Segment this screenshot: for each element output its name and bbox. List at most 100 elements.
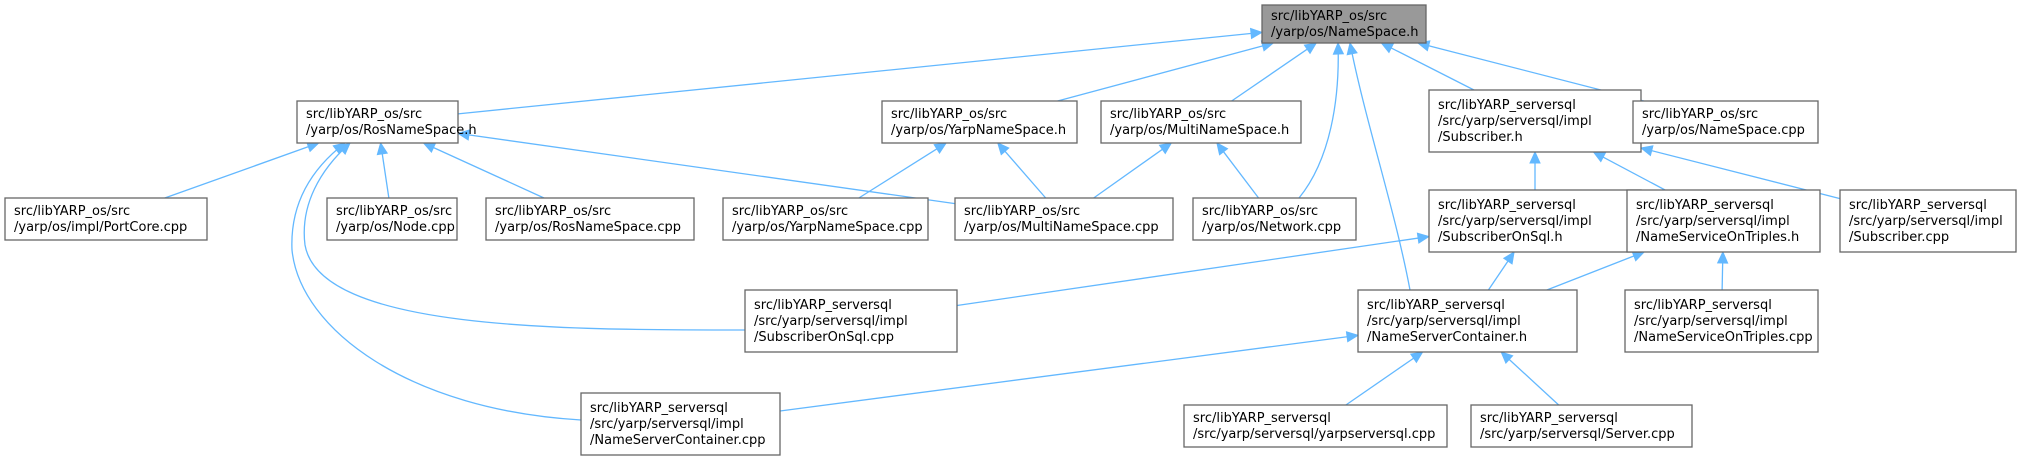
edge-network_cpp-to-multins_h-arrowhead bbox=[1216, 142, 1229, 156]
node-label-line: /yarp/os/NameSpace.cpp bbox=[1642, 123, 1805, 138]
edge-portcore_cpp-to-rosns_h bbox=[164, 145, 311, 199]
edge-node_cpp-to-rosns_h bbox=[381, 151, 390, 199]
edge-subscriber_h-to-root bbox=[1389, 46, 1475, 91]
edge-multins_cpp-to-rosns_h bbox=[466, 133, 956, 205]
node-label-line: src/libYARP_serversql bbox=[1634, 298, 1772, 313]
node-subonsql-h[interactable]: src/libYARP_serversql/src/yarp/serversql… bbox=[1428, 189, 1642, 253]
edge-multins_cpp-to-yarpns_h bbox=[1003, 149, 1047, 199]
node-box bbox=[485, 197, 695, 241]
edge-subonsql_cpp-to-subonsql_h bbox=[956, 237, 1421, 307]
node-yarpserversql-cpp[interactable]: src/libYARP_serversql/src/yarp/serversql… bbox=[1183, 404, 1448, 448]
edge-subscriber_cpp-to-subscriber_h-arrowhead bbox=[1639, 145, 1654, 157]
edge-network_cpp-to-root bbox=[1298, 42, 1339, 199]
node-multins-cpp[interactable]: src/libYARP_os/src/yarp/os/MultiNameSpac… bbox=[954, 197, 1174, 241]
node-label-line: /NameServiceOnTriples.cpp bbox=[1634, 330, 1813, 345]
node-multins-h[interactable]: src/libYARP_os/src/yarp/os/MultiNameSpac… bbox=[1100, 100, 1302, 144]
edge-nsontriples_cpp-to-nsontriples_h bbox=[1721, 260, 1724, 291]
node-label-line: /yarp/os/MultiNameSpace.cpp bbox=[964, 220, 1159, 235]
node-label-line: src/libYARP_serversql bbox=[1367, 298, 1505, 313]
node-label-line: src/libYARP_serversql bbox=[1438, 198, 1576, 213]
node-label-line: /yarp/os/NameSpace.h bbox=[1271, 25, 1418, 40]
node-label-line: /Subscriber.cpp bbox=[1849, 230, 1949, 245]
node-box bbox=[4, 197, 208, 241]
node-root[interactable]: src/libYARP_os/src/yarp/os/NameSpace.h bbox=[1261, 4, 1427, 44]
edge-nscontainer_cpp-to-rosns_h-arrowhead bbox=[332, 142, 346, 155]
edge-yarpns_cpp-to-yarpns_h-arrowhead bbox=[933, 142, 948, 155]
edge-nscontainer_h-to-nsontriples_h bbox=[1546, 254, 1636, 291]
edge-subscriber_h-to-root-arrowhead bbox=[1380, 42, 1395, 54]
edge-nscontainer_h-to-root-arrowhead bbox=[1346, 41, 1358, 56]
node-box bbox=[580, 392, 781, 456]
node-box bbox=[1261, 4, 1427, 44]
node-label-line: /yarp/os/Network.cpp bbox=[1202, 220, 1341, 235]
edge-yarpserversql_cpp-to-nscontainer_h-arrowhead bbox=[1409, 351, 1424, 364]
node-label-line: src/libYARP_serversql bbox=[1438, 98, 1576, 113]
node-server-cpp[interactable]: src/libYARP_serversql/src/yarp/serversql… bbox=[1470, 404, 1693, 448]
node-box bbox=[296, 100, 459, 144]
edge-multins_cpp-to-multins_h bbox=[1093, 147, 1165, 199]
node-label-line: src/libYARP_os/src bbox=[495, 204, 611, 219]
node-box bbox=[954, 197, 1174, 241]
node-label-line: /yarp/os/MultiNameSpace.h bbox=[1110, 123, 1289, 138]
node-label-line: /yarp/os/YarpNameSpace.h bbox=[891, 123, 1066, 138]
node-box bbox=[1192, 197, 1357, 241]
node-label-line: /src/yarp/serversql/impl bbox=[1849, 214, 2003, 229]
edge-multins_cpp-to-rosns_h-arrowhead bbox=[456, 129, 471, 141]
node-nsontriples-cpp[interactable]: src/libYARP_serversql/src/yarp/serversql… bbox=[1624, 289, 1819, 353]
node-label-line: /src/yarp/serversql/impl bbox=[1438, 114, 1592, 129]
edge-rosns_h-to-root bbox=[457, 32, 1254, 115]
node-box bbox=[1183, 404, 1448, 448]
node-box bbox=[744, 289, 958, 353]
nodes-layer: src/libYARP_os/src/yarp/os/NameSpace.hsr… bbox=[4, 4, 2017, 456]
node-subonsql-cpp[interactable]: src/libYARP_serversql/src/yarp/serversql… bbox=[744, 289, 958, 353]
node-yarpns-cpp[interactable]: src/libYARP_os/src/yarp/os/YarpNameSpace… bbox=[722, 197, 929, 241]
node-label-line: /NameServiceOnTriples.h bbox=[1636, 230, 1799, 245]
node-namespace-cpp[interactable]: src/libYARP_os/src/yarp/os/NameSpace.cpp bbox=[1632, 100, 1819, 144]
node-rosns-cpp[interactable]: src/libYARP_os/src/yarp/os/RosNameSpace.… bbox=[485, 197, 695, 241]
node-subscriber-h[interactable]: src/libYARP_serversql/src/yarp/serversql… bbox=[1428, 89, 1642, 153]
node-label-line: /src/yarp/serversql/impl bbox=[1634, 314, 1788, 329]
edge-yarpns_cpp-to-yarpns_h bbox=[858, 147, 939, 199]
node-rosns-h[interactable]: src/libYARP_os/src/yarp/os/RosNameSpace.… bbox=[296, 100, 477, 144]
node-box bbox=[1428, 89, 1642, 153]
edge-rosns_cpp-to-rosns_h-arrowhead bbox=[422, 142, 437, 154]
edge-multins_cpp-to-yarpns_h-arrowhead bbox=[997, 142, 1010, 156]
node-label-line: src/libYARP_serversql bbox=[1480, 411, 1618, 426]
edge-multins_h-to-root-arrowhead bbox=[1303, 42, 1318, 55]
node-label-line: /src/yarp/serversql/impl bbox=[1438, 214, 1592, 229]
edge-rosns_cpp-to-rosns_h bbox=[431, 146, 545, 199]
node-box bbox=[1624, 289, 1819, 353]
node-label-line: /src/yarp/serversql/yarpserversql.cpp bbox=[1193, 427, 1435, 442]
node-network-cpp[interactable]: src/libYARP_os/src/yarp/os/Network.cpp bbox=[1192, 197, 1357, 241]
node-yarpns-h[interactable]: src/libYARP_os/src/yarp/os/YarpNameSpace… bbox=[881, 100, 1078, 144]
node-node-cpp[interactable]: src/libYARP_os/src/yarp/os/Node.cpp bbox=[326, 197, 458, 241]
node-box bbox=[1839, 189, 2017, 253]
edge-nsontriples_h-to-subscriber_h bbox=[1601, 155, 1666, 191]
node-label-line: /yarp/os/RosNameSpace.cpp bbox=[495, 220, 681, 235]
node-nscontainer-h[interactable]: src/libYARP_serversql/src/yarp/serversql… bbox=[1357, 289, 1578, 353]
edge-nscontainer_h-to-subonsql_h-arrowhead bbox=[1502, 250, 1515, 265]
node-box bbox=[881, 100, 1078, 144]
node-label-line: src/libYARP_os/src bbox=[336, 204, 452, 219]
node-label-line: /src/yarp/serversql/impl bbox=[590, 417, 744, 432]
edge-nscontainer_h-to-root bbox=[1349, 42, 1411, 291]
node-nscontainer-cpp[interactable]: src/libYARP_serversql/src/yarp/serversql… bbox=[580, 392, 781, 456]
edge-yarpserversql_cpp-to-nscontainer_h bbox=[1345, 356, 1416, 406]
edge-server_cpp-to-nscontainer_h-arrowhead bbox=[1500, 351, 1514, 365]
node-nsontriples-h[interactable]: src/libYARP_serversql/src/yarp/serversql… bbox=[1626, 189, 1821, 253]
node-label-line: src/libYARP_serversql bbox=[1193, 411, 1331, 426]
node-box bbox=[1626, 189, 1821, 253]
node-label-line: /src/yarp/serversql/impl bbox=[754, 314, 908, 329]
node-subscriber-cpp[interactable]: src/libYARP_serversql/src/yarp/serversql… bbox=[1839, 189, 2017, 253]
node-label-line: /yarp/os/YarpNameSpace.cpp bbox=[732, 220, 923, 235]
edge-multins_cpp-to-multins_h-arrowhead bbox=[1158, 142, 1173, 155]
node-label-line: /src/yarp/serversql/impl bbox=[1367, 314, 1521, 329]
node-label-line: /SubscriberOnSql.cpp bbox=[754, 330, 894, 345]
edge-network_cpp-to-root-arrowhead bbox=[1332, 41, 1345, 55]
node-label-line: src/libYARP_os/src bbox=[732, 204, 848, 219]
node-label-line: /yarp/os/impl/PortCore.cpp bbox=[14, 220, 187, 235]
node-label-line: /src/yarp/serversql/impl bbox=[1636, 214, 1790, 229]
node-portcore-cpp[interactable]: src/libYARP_os/src/yarp/os/impl/PortCore… bbox=[4, 197, 208, 241]
node-label-line: src/libYARP_serversql bbox=[590, 401, 728, 416]
